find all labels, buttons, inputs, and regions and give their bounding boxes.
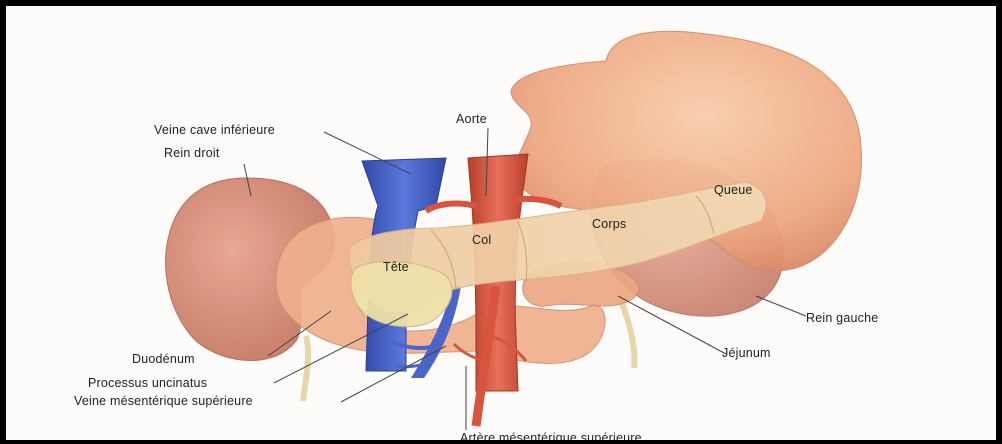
left-ureter bbox=[621, 301, 634, 368]
label-artere-mes: Artère mésentérique supérieure bbox=[460, 431, 642, 440]
label-col: Col bbox=[472, 233, 491, 247]
label-duodenum: Duodénum bbox=[132, 352, 195, 366]
label-corps: Corps bbox=[592, 217, 626, 231]
label-veine-mes: Veine mésentérique supérieure bbox=[74, 394, 253, 408]
label-jejunum: Jéjunum bbox=[722, 346, 771, 360]
pancreas-anatomy-illustration bbox=[6, 6, 996, 440]
label-tete: Tête bbox=[383, 260, 409, 274]
label-processus: Processus uncinatus bbox=[88, 376, 207, 390]
label-queue: Queue bbox=[714, 183, 753, 197]
leader-rein-gauche bbox=[756, 296, 806, 316]
diagram-frame: Veine cave inférieure Rein droit Aorte Q… bbox=[6, 6, 996, 440]
label-veine-cave: Veine cave inférieure bbox=[154, 123, 275, 137]
label-rein-gauche: Rein gauche bbox=[806, 311, 878, 325]
label-aorte: Aorte bbox=[456, 112, 487, 126]
right-ureter bbox=[303, 336, 308, 401]
label-rein-droit: Rein droit bbox=[164, 146, 220, 160]
